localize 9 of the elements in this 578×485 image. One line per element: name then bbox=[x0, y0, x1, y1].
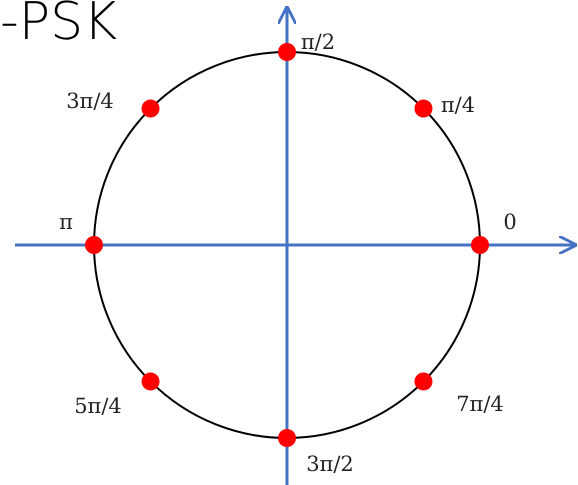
phase-label: π/2 bbox=[300, 30, 336, 54]
phase-label: π bbox=[59, 210, 73, 234]
phase-label: π/4 bbox=[440, 93, 476, 117]
phase-label: 3π/4 bbox=[66, 89, 114, 113]
phase-label: 5π/4 bbox=[74, 394, 122, 418]
title: -PSK bbox=[0, 0, 118, 52]
phase-label: 7π/4 bbox=[456, 392, 504, 416]
phase-label: 3π/2 bbox=[306, 452, 354, 476]
phase-label: 0 bbox=[503, 210, 517, 234]
